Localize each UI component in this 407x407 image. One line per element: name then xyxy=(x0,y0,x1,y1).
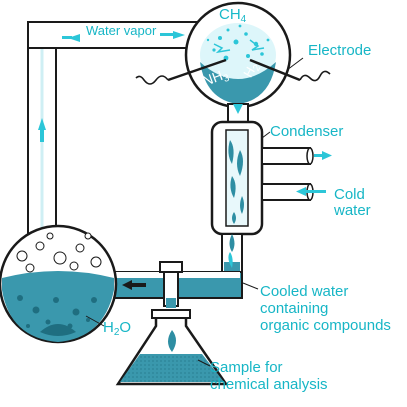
boiling-flask xyxy=(0,224,118,344)
spark-discharge xyxy=(206,24,270,61)
cooled-water-label: Cooled water containing organic compound… xyxy=(260,283,391,335)
condenser xyxy=(210,120,314,236)
cooling-water-arrows xyxy=(296,151,332,196)
cold-water-label: Cold water xyxy=(334,187,371,219)
sample-label: Sample for chemical analysis xyxy=(210,359,328,394)
sampling-stopcock xyxy=(159,261,183,308)
electrode-text: Electrode xyxy=(308,42,372,59)
h2o-main: H xyxy=(103,319,114,336)
ch4-main: CH xyxy=(219,6,241,23)
sample-flask xyxy=(115,309,229,386)
top-tube xyxy=(27,21,219,49)
h2o-label: H2O xyxy=(103,320,131,339)
cold-water-line-2: water xyxy=(334,201,371,219)
h2o-subscript: 2 xyxy=(113,327,120,338)
cold-water-line-1: Cold xyxy=(334,186,365,203)
globe-neck xyxy=(227,103,249,125)
vapor-flow-arrows xyxy=(38,31,185,142)
right-electrode xyxy=(249,58,331,82)
water-vapor-label: Water vapor xyxy=(86,24,156,38)
condenser-pointer xyxy=(261,131,271,139)
condenser-label: Condenser xyxy=(270,124,343,140)
water-vapor-text: Water vapor xyxy=(86,23,157,38)
left-electrode xyxy=(135,58,227,85)
electrode-label: Electrode xyxy=(308,43,371,59)
electrode-pointer xyxy=(286,57,304,71)
left-tube xyxy=(27,21,57,253)
ch4-subscript: 4 xyxy=(240,14,247,25)
h2o-tail: O xyxy=(119,319,132,336)
sample-line-1: Sample for xyxy=(210,359,283,376)
sample-line-2: chemical analysis xyxy=(210,375,328,393)
cooled-water-line-2: containing xyxy=(260,299,329,317)
ch4-label: CH4 xyxy=(219,7,246,26)
cooled-water-line-3: organic compounds xyxy=(260,316,391,334)
spark-chamber xyxy=(184,1,292,109)
condenser-text: Condenser xyxy=(270,123,344,140)
cooled-water-line-1: Cooled water xyxy=(260,283,349,300)
